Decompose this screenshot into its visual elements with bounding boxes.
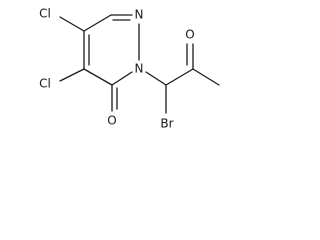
bond-n2-ch <box>145 71 167 86</box>
chemical-structure-diagram: Cl Cl N N O O Br <box>39 7 220 131</box>
atom-labels: Cl Cl N N O O Br <box>39 7 195 131</box>
atom-label-br: Br <box>160 117 173 131</box>
bond-c4-cl <box>59 68 85 82</box>
bond-c5-c6 <box>83 14 112 32</box>
substituent-bonds <box>59 16 220 114</box>
atom-label-o-ketone: O <box>107 114 116 128</box>
bond-c3-c4 <box>83 68 113 86</box>
bond-c5-cl <box>59 16 85 32</box>
ring-bonds <box>83 14 140 86</box>
atom-label-cl-upper: Cl <box>39 7 51 21</box>
bond-n2-c3 <box>111 71 133 86</box>
atom-label-n-top: N <box>135 8 144 22</box>
bond-ch-carbonyl <box>165 68 194 86</box>
atom-label-n-sub: N <box>135 62 144 76</box>
atom-label-o-carbonyl: O <box>185 28 194 42</box>
atom-label-cl-lower: Cl <box>39 77 51 91</box>
bond-carbonyl-methyl <box>192 68 220 86</box>
